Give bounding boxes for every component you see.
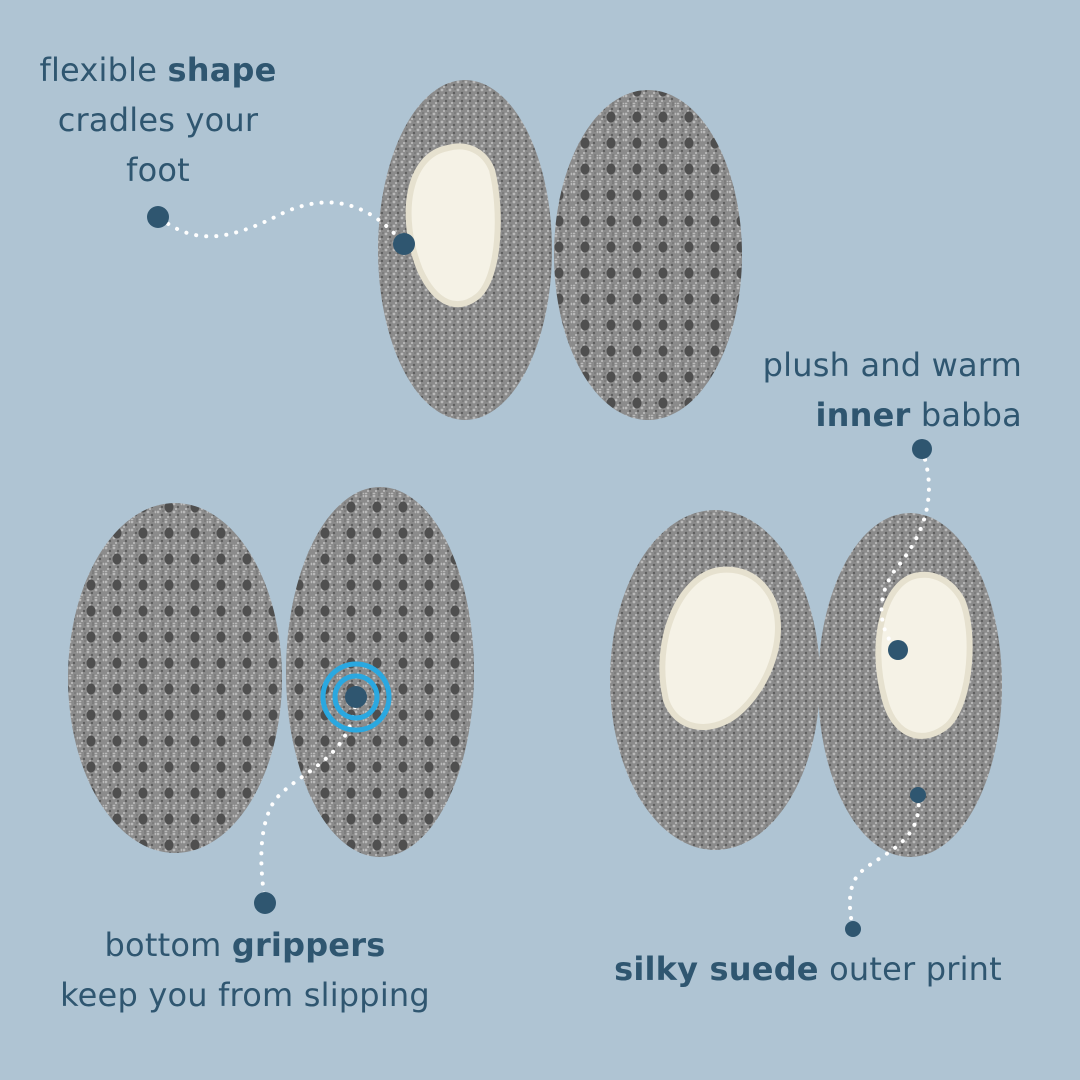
caption-suede-post: outer print [818, 950, 1002, 988]
caption-shape-bold: shape [167, 51, 277, 89]
target-center [345, 686, 367, 708]
target-outer-ring [320, 661, 392, 733]
caption-shape: flexible shape cradles your foot [28, 45, 288, 195]
caption-suede: silky suede outer print [590, 944, 1026, 994]
marker-suede-start [910, 787, 926, 803]
marker-grippers-end [254, 892, 276, 914]
connector-suede [847, 793, 921, 930]
slipper-pair-top [378, 80, 742, 420]
caption-shape-line3: foot [126, 151, 190, 189]
target-inner-ring [332, 673, 380, 721]
slipper-bottom-right-a-lining [659, 566, 781, 730]
marker-inner-start [912, 439, 932, 459]
connector-grippers [259, 695, 358, 904]
slipper-pair-bottom-right [610, 510, 1002, 857]
caption-suede-bold: silky suede [614, 950, 819, 988]
slipper-pair-bottom-left [68, 487, 474, 857]
caption-grippers-line2: keep you from slipping [60, 976, 430, 1014]
caption-inner: plush and warm inner babba [700, 340, 1022, 440]
caption-grippers-bold: grippers [231, 926, 386, 964]
marker-inner-end [888, 640, 908, 660]
caption-inner-line1: plush and warm [762, 346, 1022, 384]
caption-grippers: bottom grippers keep you from slipping [20, 920, 470, 1020]
slipper-bottom-right-b-lining [875, 571, 973, 739]
slipper-top-right [554, 90, 742, 420]
caption-inner-post: babba [910, 396, 1022, 434]
connector-shape [158, 200, 405, 245]
marker-shape-start [147, 206, 169, 228]
connector-inner [879, 448, 931, 652]
slipper-bottom-left-a [68, 503, 282, 853]
caption-inner-bold: inner [815, 396, 911, 434]
caption-grippers-pre: bottom [104, 926, 232, 964]
marker-shape-end [393, 233, 415, 255]
marker-suede-end [845, 921, 861, 937]
caption-shape-line2: cradles your [57, 101, 259, 139]
caption-shape-pre: flexible [39, 51, 168, 89]
slipper-top-left-lining [405, 143, 501, 308]
